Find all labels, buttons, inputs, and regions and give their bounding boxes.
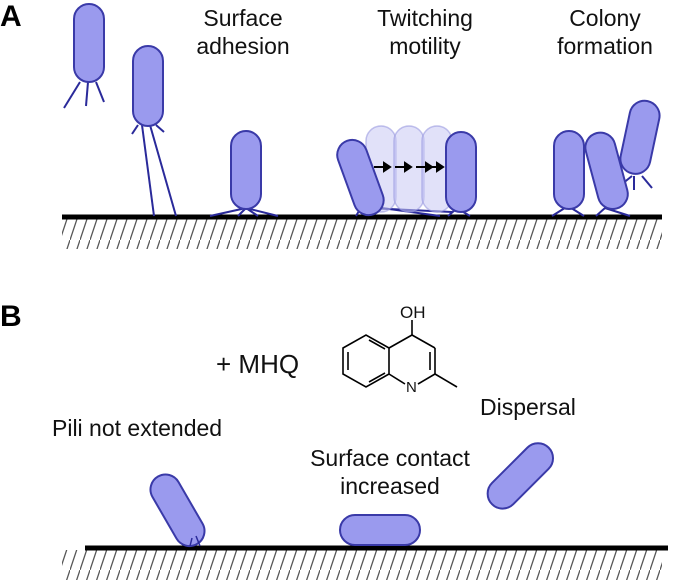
surface-b bbox=[62, 545, 668, 580]
panel-letter-a: A bbox=[0, 0, 22, 33]
label-line: Twitching bbox=[377, 5, 473, 31]
label-line: Surface bbox=[203, 5, 283, 31]
benzene-ring bbox=[342, 334, 390, 388]
cell-colony-2 bbox=[584, 131, 629, 210]
twitch-arrows bbox=[374, 161, 445, 173]
mhq-structure bbox=[342, 320, 458, 388]
atom-n: N bbox=[406, 379, 417, 396]
cell-twitch-right bbox=[445, 131, 477, 213]
label-line: Surface contact bbox=[310, 445, 470, 471]
panel-letter-b: B bbox=[0, 300, 22, 333]
label-line: Colony bbox=[569, 5, 641, 31]
label-mhq-treatment: + MHQ bbox=[216, 349, 300, 379]
label-line: motility bbox=[389, 33, 461, 59]
cell-colony-1 bbox=[553, 130, 585, 210]
cell-flat-contact bbox=[339, 514, 421, 546]
label-line: adhesion bbox=[196, 33, 290, 59]
cell-twitch-left bbox=[336, 138, 385, 217]
label-line: increased bbox=[340, 473, 440, 499]
cell-attaching bbox=[132, 45, 164, 127]
cell-adhered bbox=[230, 130, 262, 210]
atom-oh: OH bbox=[400, 303, 426, 322]
label-surface-contact: Surface contact increased bbox=[305, 444, 475, 500]
cell-floating bbox=[73, 3, 105, 83]
label-twitching-motility: Twitching motility bbox=[355, 4, 495, 60]
cell-dispersed bbox=[486, 442, 554, 510]
cells-b bbox=[149, 442, 554, 548]
label-colony-formation: Colony formation bbox=[545, 4, 665, 60]
label-line: formation bbox=[557, 33, 653, 59]
cell-colony-3 bbox=[619, 99, 661, 175]
cells-a bbox=[73, 3, 661, 217]
surface-a bbox=[62, 214, 662, 249]
label-surface-adhesion: Surface adhesion bbox=[178, 4, 308, 60]
hatch-a bbox=[62, 219, 662, 249]
label-dispersal: Dispersal bbox=[480, 394, 576, 420]
cell-no-pili bbox=[149, 473, 206, 548]
label-pili-not-extended: Pili not extended bbox=[52, 415, 223, 441]
hatch-b bbox=[62, 550, 662, 580]
stub-pili-b bbox=[189, 535, 201, 547]
